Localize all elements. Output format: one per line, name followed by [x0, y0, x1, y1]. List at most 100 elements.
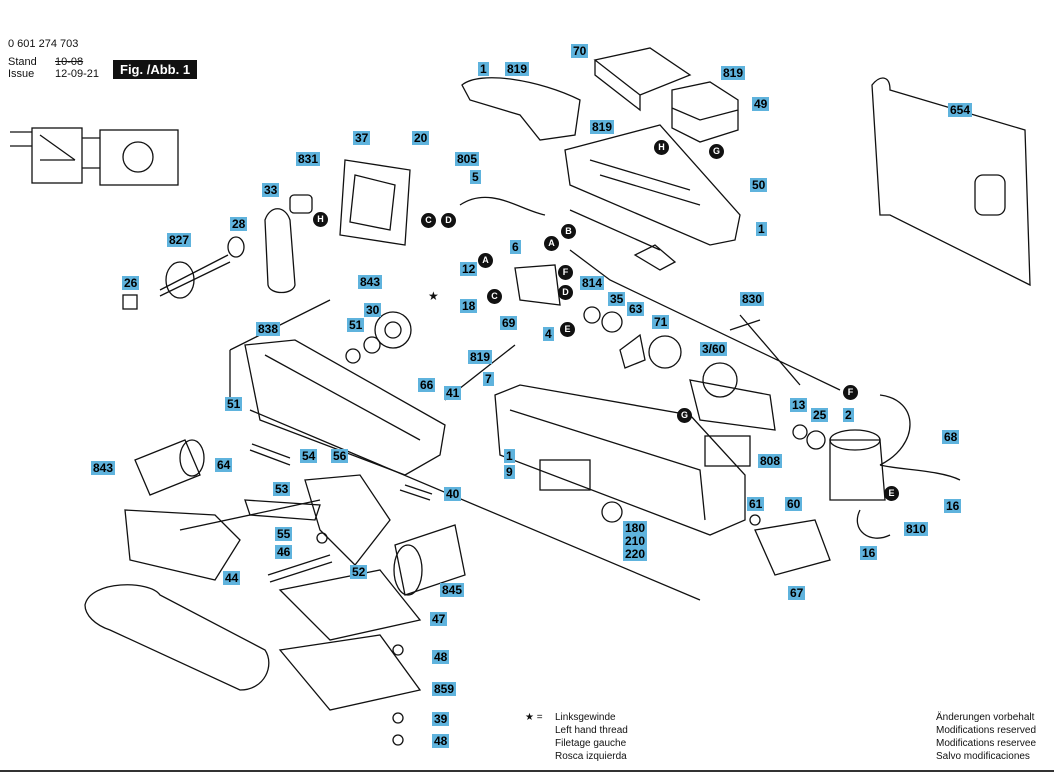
part-number-callout: 44: [223, 571, 241, 585]
footer-note: Änderungen vorbehalt: [936, 712, 1035, 723]
part-number-callout: 39: [432, 712, 450, 726]
connection-marker: B: [561, 224, 576, 239]
knob-67: [754, 519, 831, 576]
plate-47: [278, 569, 422, 641]
footer-note: Modifications reservee: [936, 738, 1037, 749]
part-number-callout: 53: [273, 482, 291, 496]
part-number-callout: 831: [296, 152, 321, 166]
part-number-callout: 51: [347, 318, 365, 332]
part-number-callout: 654: [948, 103, 973, 117]
dust-chute: [339, 159, 411, 246]
part-number-callout: 4: [543, 327, 554, 341]
shaft-46: [267, 554, 333, 583]
part-number-callout: 814: [580, 276, 605, 290]
switch-housing: [564, 124, 741, 246]
part-number-callout: 845: [440, 583, 465, 597]
part-number-callout: 51: [225, 397, 243, 411]
doc-number: 0 601 274 703: [8, 38, 79, 50]
part-number-callout: 26: [122, 276, 140, 290]
part-number-callout: 28: [230, 217, 248, 231]
part-number-callout: 40: [444, 487, 462, 501]
part-number-callout: 16: [860, 546, 878, 560]
part-number-callout: 220: [623, 547, 648, 561]
part-number-callout: 61: [747, 497, 765, 511]
armature: [689, 379, 776, 431]
part-number-callout: 6: [510, 240, 521, 254]
connection-marker: D: [558, 285, 573, 300]
spring-54: [249, 443, 291, 466]
part-number-callout: 819: [468, 350, 493, 364]
part-number-callout: 25: [811, 408, 829, 422]
sanding-belt: [84, 584, 270, 691]
part-number-callout: 843: [358, 275, 383, 289]
part-number-callout: 13: [790, 398, 808, 412]
old-date: 10-08: [55, 56, 84, 68]
connection-marker: F: [843, 385, 858, 400]
connection-marker: H: [313, 212, 328, 227]
part-number-callout: 810: [904, 522, 929, 536]
part-number-callout: 30: [364, 303, 382, 317]
part-number-callout: 52: [350, 565, 368, 579]
lever-53: [244, 499, 321, 521]
part-number-callout: 64: [215, 458, 233, 472]
part-number-callout: 35: [608, 292, 626, 306]
part-number-callout: 819: [505, 62, 530, 76]
part-number-callout: 20: [412, 131, 430, 145]
part-number-callout: 16: [944, 499, 962, 513]
star-symbol-icon: ★: [428, 289, 439, 303]
spring-40: [399, 484, 433, 501]
wire-68: [879, 394, 961, 481]
part-number-callout: 830: [740, 292, 765, 306]
part-number-callout: 60: [785, 497, 803, 511]
part-number-callout: 805: [455, 152, 480, 166]
stand-label: Stand: [8, 56, 37, 68]
part-number-callout: 63: [627, 302, 645, 316]
part-number-callout: 67: [788, 586, 806, 600]
part-number-callout: 66: [418, 378, 436, 392]
connection-marker: C: [487, 289, 502, 304]
part-number-callout: 827: [167, 233, 192, 247]
housing-right: [494, 384, 746, 536]
connection-marker: F: [558, 265, 573, 280]
part-number-callout: 859: [432, 682, 457, 696]
stator: [829, 439, 886, 501]
connection-marker: A: [544, 236, 559, 251]
connection-marker: G: [677, 408, 692, 423]
connection-marker: E: [560, 322, 575, 337]
footer-note: Modifications reserved: [936, 725, 1037, 736]
cover-part-49: [671, 81, 739, 143]
part-number-callout: 7: [483, 372, 494, 386]
part-number-callout: 1: [756, 222, 767, 236]
part-number-callout: 819: [590, 120, 615, 134]
part-number-callout: 9: [504, 465, 515, 479]
connection-marker: G: [709, 144, 724, 159]
part-number-callout: 5: [470, 170, 481, 184]
legend-line: Linksgewinde: [555, 712, 616, 723]
part-number-callout: 33: [262, 183, 280, 197]
plate-52: [304, 474, 391, 566]
part-number-callout: 48: [432, 734, 450, 748]
connection-marker: C: [421, 213, 436, 228]
part-number-callout: 2: [843, 408, 854, 422]
cover-part-70: [593, 47, 692, 112]
part-number-callout: 808: [758, 454, 783, 468]
motor-can-843: [134, 439, 201, 496]
connection-marker: A: [478, 253, 493, 268]
part-number-callout: 71: [652, 315, 670, 329]
part-number-callout: 1: [504, 449, 515, 463]
drive-belt: [264, 208, 296, 294]
part-number-callout: 68: [942, 430, 960, 444]
part-number-callout: 12: [460, 262, 478, 276]
roller-845: [394, 524, 466, 596]
part-number-callout: 838: [256, 322, 281, 336]
part-number-callout: 69: [500, 316, 518, 330]
part-number-callout: 210: [623, 534, 648, 548]
issue-date: 12-09-21: [55, 68, 100, 80]
wiring-schematic: [10, 127, 179, 186]
part-number-callout: 1: [478, 62, 489, 76]
power-cord: [459, 196, 677, 271]
part-number-callout: 50: [750, 178, 768, 192]
part-number-callout: 843: [91, 461, 116, 475]
footer-note: Salvo modificaciones: [936, 751, 1030, 762]
